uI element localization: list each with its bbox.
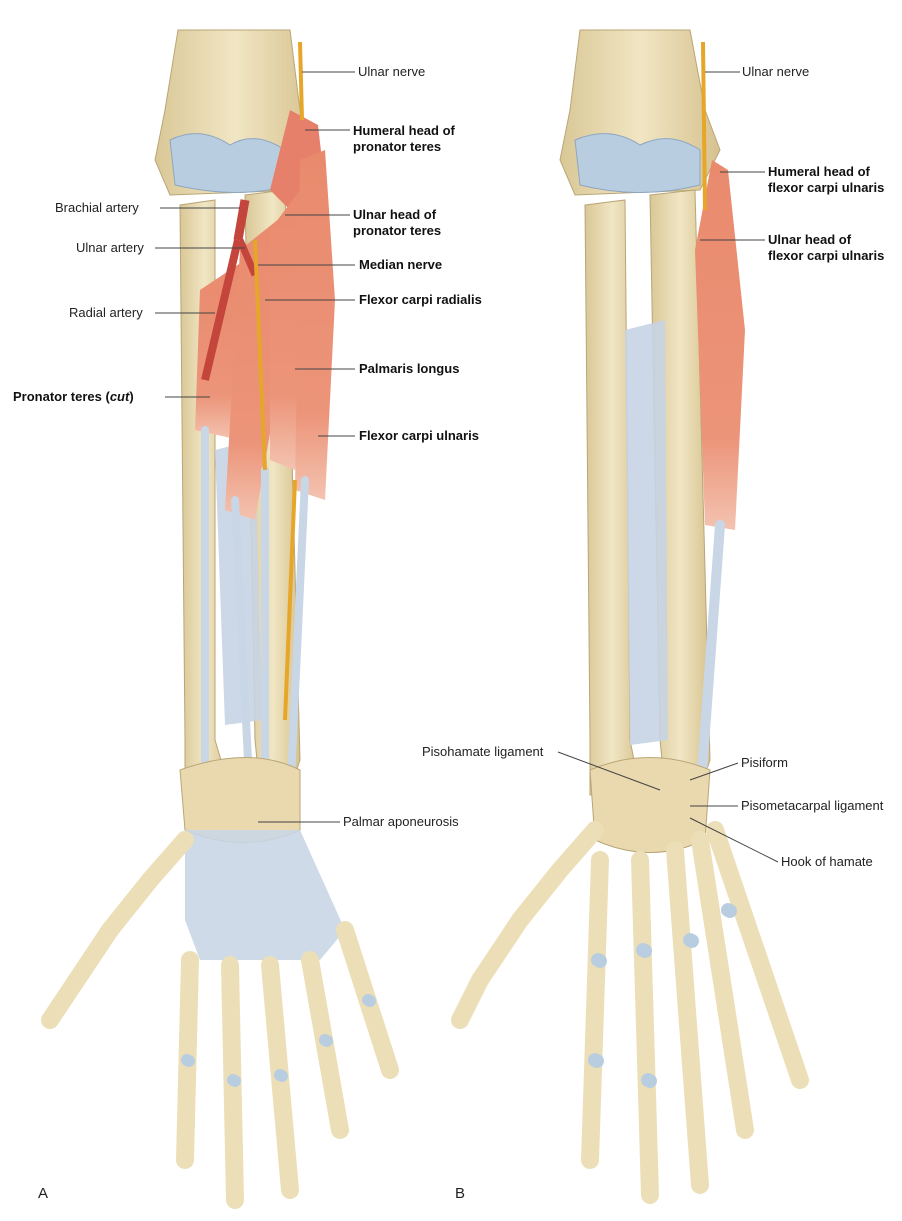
label-a-palmaris-longus: Palmaris longus <box>359 361 460 376</box>
label-a-brachial-artery: Brachial artery <box>55 200 139 215</box>
label-a-pronator-teres-cut-italic: cut <box>109 389 130 404</box>
panel-b-letter: B <box>455 1185 466 1202</box>
label-a-humeral-head-line-1: Humeral head of <box>353 123 455 138</box>
panel-a-tendons <box>201 426 309 824</box>
panel-a-brachial-artery <box>233 199 250 241</box>
label-b-pisometacarpal-ligament: Pisometacarpal ligament <box>741 798 884 813</box>
panel-a-median-nerve <box>253 239 297 721</box>
label-b-hook-of-hamate: Hook of hamate <box>781 854 873 869</box>
panel-b-finger-joints <box>588 903 737 1088</box>
panel-a-carpals <box>179 757 301 843</box>
panel-a-ulnar-nerve <box>298 41 304 121</box>
label-b-humeral-head-line-1: Humeral head of <box>768 164 870 179</box>
label-a-radial-artery: Radial artery <box>69 305 143 320</box>
leader-b-pisohamate <box>557 751 661 791</box>
label-a-ulnar-head-line-1: Ulnar head of <box>353 207 437 222</box>
label-b-humeral-head-line-2: flexor carpi ulnaris <box>768 180 885 195</box>
panel-b-fingers <box>451 821 809 1204</box>
label-b-pisohamate-ligament: Pisohamate ligament <box>422 744 544 759</box>
panel-a-ulnar-artery <box>236 238 259 277</box>
label-a-humeral-head-pronator-teres: Humeral head of pronator teres <box>353 123 455 155</box>
label-a-pronator-teres-cut-close: ) <box>129 389 134 404</box>
panel-b-elbow-cartilage <box>574 133 701 193</box>
label-a-pronator-teres-cut-text: Pronator teres ( <box>13 389 110 404</box>
label-a-ulnar-head-line-2: pronator teres <box>353 223 442 238</box>
label-a-humeral-head-line-2: pronator teres <box>353 139 442 154</box>
label-b-ulnar-head-line-1: Ulnar head of <box>768 232 852 247</box>
panel-a-letter: A <box>38 1185 49 1202</box>
panel-a-illustration <box>41 29 399 1209</box>
panel-a-elbow-cartilage <box>169 133 291 193</box>
label-a-pronator-teres-cut: Pronator teres (cut) <box>13 389 134 405</box>
label-b-pisiform: Pisiform <box>741 755 788 770</box>
label-a-ulnar-head-pronator-teres: Ulnar head of pronator teres <box>353 207 441 239</box>
label-a-flexor-carpi-radialis: Flexor carpi radialis <box>359 292 482 307</box>
label-b-ulnar-nerve: Ulnar nerve <box>742 64 810 79</box>
panel-a-radial-artery <box>201 239 242 381</box>
panel-b-illustration <box>451 29 809 1204</box>
panel-a-finger-joints <box>181 994 376 1087</box>
panel-b-fcu-tendon <box>695 520 725 805</box>
label-b-ulnar-head-fcu: Ulnar head of flexor carpi ulnaris <box>768 232 884 264</box>
leader-b-pisiform <box>689 762 739 781</box>
label-a-ulnar-artery: Ulnar artery <box>76 240 144 255</box>
label-a-flexor-carpi-ulnaris: Flexor carpi ulnaris <box>359 428 479 443</box>
panel-a-palm <box>185 830 345 960</box>
label-b-ulnar-head-line-2: flexor carpi ulnaris <box>768 248 885 263</box>
panel-b-flexor-carpi-ulnaris-muscle <box>695 160 745 530</box>
label-a-median-nerve: Median nerve <box>359 257 443 272</box>
panel-a-flexor-carpi-ulnaris-muscle <box>295 150 335 500</box>
label-a-palmar-aponeurosis: Palmar aponeurosis <box>343 814 459 829</box>
panel-b-ulnar-nerve <box>701 41 707 211</box>
label-a-ulnar-nerve: Ulnar nerve <box>358 64 426 79</box>
leader-lines <box>155 71 779 863</box>
label-b-humeral-head-fcu: Humeral head of flexor carpi ulnaris <box>768 164 884 196</box>
leader-b-hook-of-hamate <box>689 817 779 863</box>
panel-b-carpals <box>589 757 711 853</box>
panel-b-interosseous-membrane <box>625 320 668 745</box>
